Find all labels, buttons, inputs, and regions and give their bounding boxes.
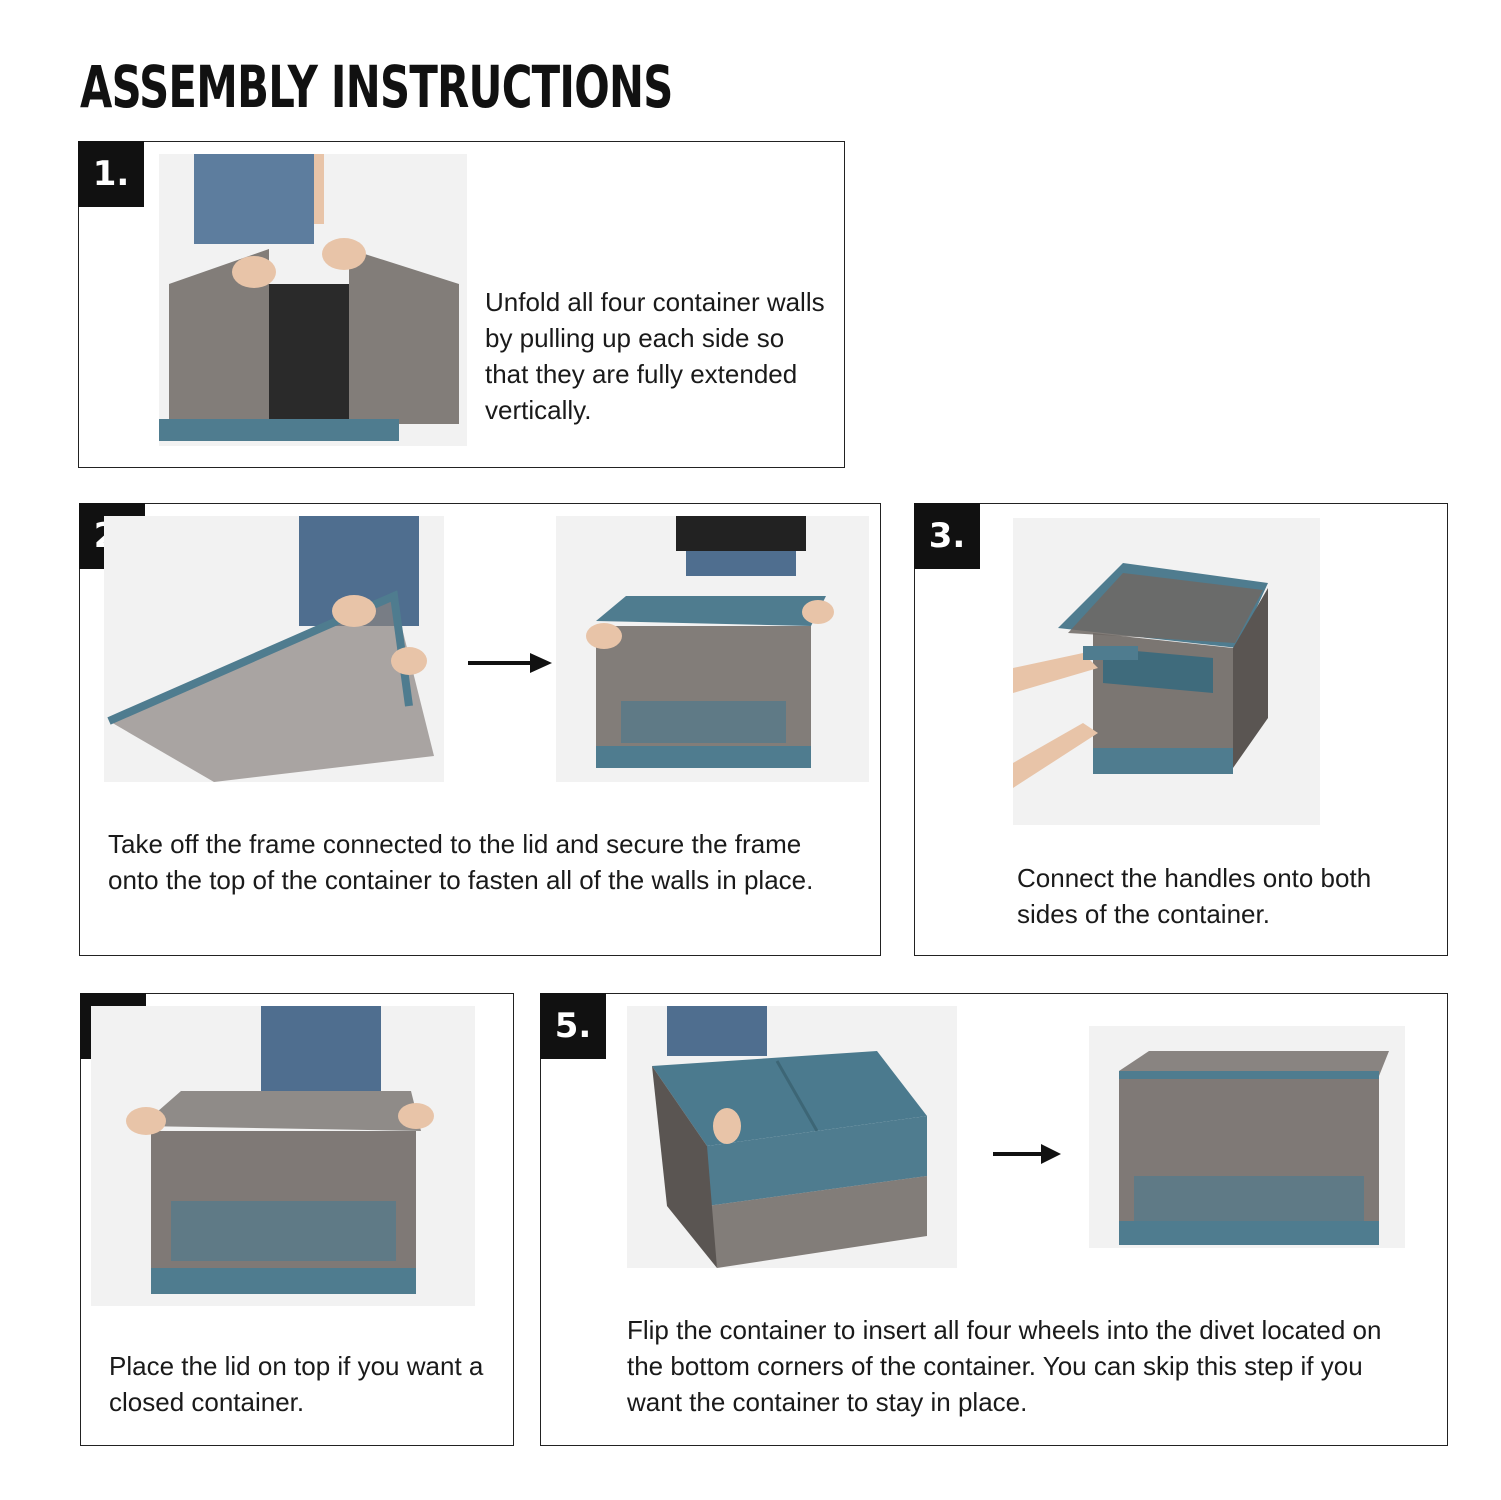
step-5-photo-before [627,1006,957,1268]
step-3-badge: 3. [914,503,980,569]
step-4-panel: 4. Place the lid on top if you want a cl… [80,993,514,1446]
step-5-arrow-icon [993,1144,1061,1164]
step-3-text: Connect the handles onto both sides of t… [1017,863,1372,929]
step-4-text: Place the lid on top if you want a close… [109,1351,484,1417]
step-1-badge: 1. [78,141,144,207]
step-2-arrow-icon [468,653,552,673]
step-5-panel: 5. Flip the container to insert all four… [540,993,1448,1446]
step-5-photo-after [1089,1026,1405,1248]
step-3-panel: 3. Connect the handles onto both sides o… [914,503,1448,956]
step-3-photo [1013,518,1320,825]
step-1-text: Unfold all four container walls by pulli… [485,287,825,425]
step-2-photo-before [104,516,444,782]
step-2-text: Take off the frame connected to the lid … [108,829,814,895]
step-2-panel: 2. Take off the frame connected to the l… [79,503,881,956]
step-4-photo [91,1006,475,1306]
step-1-photo [159,154,467,446]
step-5-badge: 5. [540,993,606,1059]
step-5-text: Flip the container to insert all four wh… [627,1315,1382,1417]
step-1-panel: 1. Unfold all four container walls by pu… [78,141,845,468]
step-2-photo-after [556,516,869,782]
page-title: ASSEMBLY INSTRUCTIONS [80,53,673,121]
